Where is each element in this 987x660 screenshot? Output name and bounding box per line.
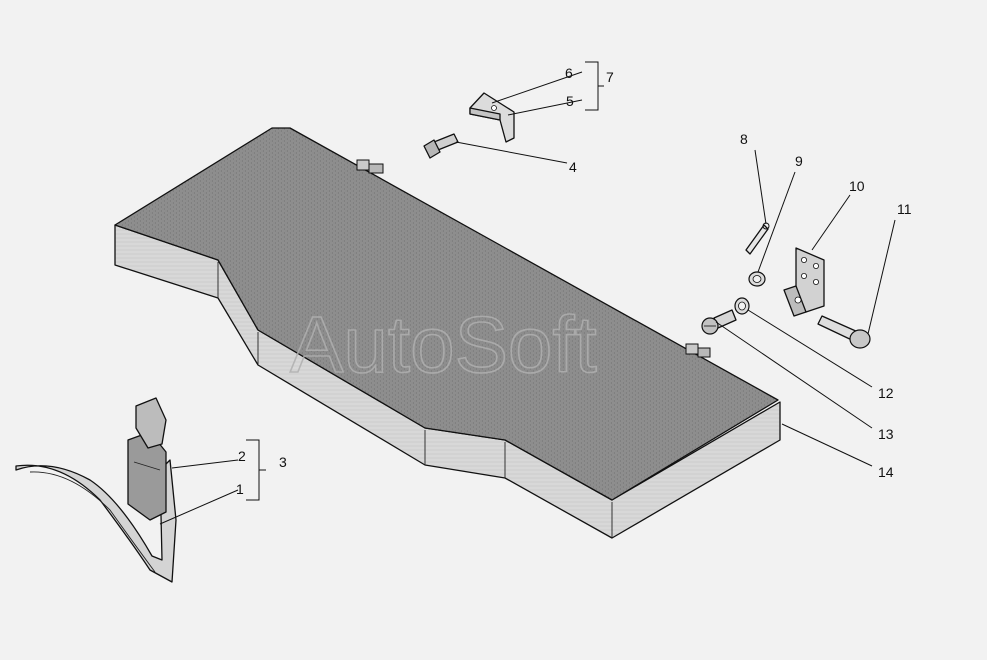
seat-belt xyxy=(15,397,177,583)
callout-7: 7 xyxy=(606,69,614,85)
callout-1: 1 xyxy=(236,481,244,497)
callout-labels: 1 2 3 4 5 6 7 8 9 10 11 12 13 14 xyxy=(236,65,912,497)
callout-11: 11 xyxy=(897,201,912,217)
callout-2: 2 xyxy=(238,448,246,464)
callout-6: 6 xyxy=(565,65,573,81)
seat-rear-bolt-1 xyxy=(356,159,384,174)
callout-5: 5 xyxy=(566,93,574,109)
callout-8: 8 xyxy=(740,131,748,147)
callout-13: 13 xyxy=(878,426,894,442)
latch-bracket xyxy=(469,92,515,143)
bolt-13 xyxy=(701,309,737,335)
callout-14: 14 xyxy=(878,464,894,480)
leader-lines xyxy=(159,61,896,525)
cotter-pin xyxy=(745,222,770,255)
seat-rear-bolt-2 xyxy=(685,343,711,358)
watermark: AutoSoft xyxy=(290,300,597,389)
callout-10: 10 xyxy=(849,178,865,194)
hinge-pin xyxy=(817,315,871,349)
washer-9 xyxy=(748,271,766,287)
belt-strap xyxy=(15,459,177,583)
callout-9: 9 xyxy=(795,153,803,169)
bolt xyxy=(423,133,459,159)
seat-cushion xyxy=(114,127,781,539)
callout-12: 12 xyxy=(878,385,894,401)
seat-cushion-top-face xyxy=(114,127,779,501)
washer-12 xyxy=(734,297,750,315)
callout-4: 4 xyxy=(569,159,577,175)
callout-3: 3 xyxy=(279,454,287,470)
hinge-plate xyxy=(783,247,825,317)
